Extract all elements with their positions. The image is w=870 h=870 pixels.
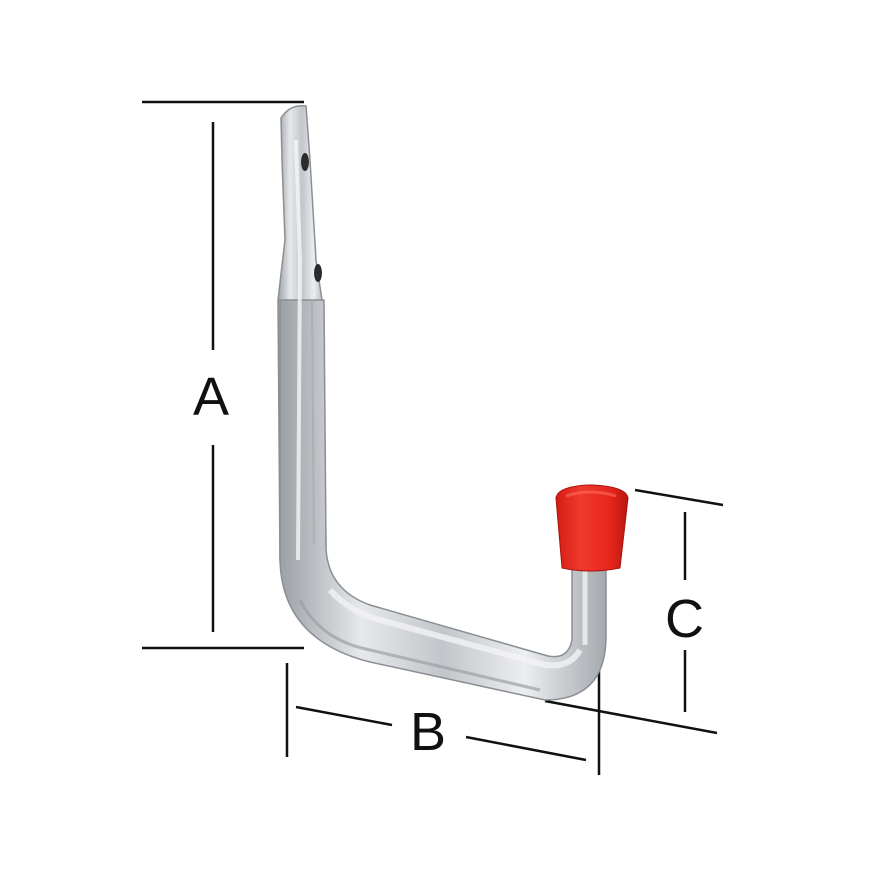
dimension-label-a: A bbox=[193, 367, 230, 427]
dimension-b-lines bbox=[285, 663, 601, 775]
dimension-label-b: B bbox=[410, 702, 447, 762]
dimension-c-lines bbox=[544, 488, 724, 735]
dimension-label-c: C bbox=[665, 589, 704, 649]
dimension-a-lines bbox=[142, 100, 304, 650]
screw-hole-upper bbox=[301, 153, 309, 171]
screw-hole-lower bbox=[314, 264, 322, 282]
hook-body bbox=[277, 105, 607, 701]
red-end-cap bbox=[555, 484, 629, 572]
